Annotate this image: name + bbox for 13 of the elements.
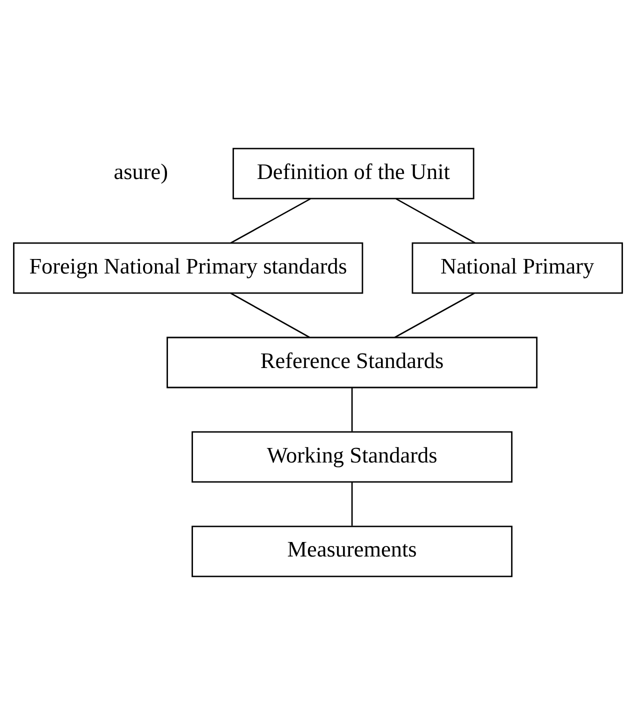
connector [394,292,475,338]
connector [396,198,476,244]
node-box: National Primary [412,242,623,294]
node-box: Foreign National Primary standards [13,242,364,294]
connector [351,482,353,526]
connector [230,292,310,338]
label: asure) [114,158,168,184]
node-box: Working Standards [192,431,512,483]
node-box: Definition of the Unit [232,148,474,200]
node-box: Measurements [192,526,512,578]
connector [230,198,311,244]
connector [351,388,353,432]
node-box: Reference Standards [166,336,538,388]
